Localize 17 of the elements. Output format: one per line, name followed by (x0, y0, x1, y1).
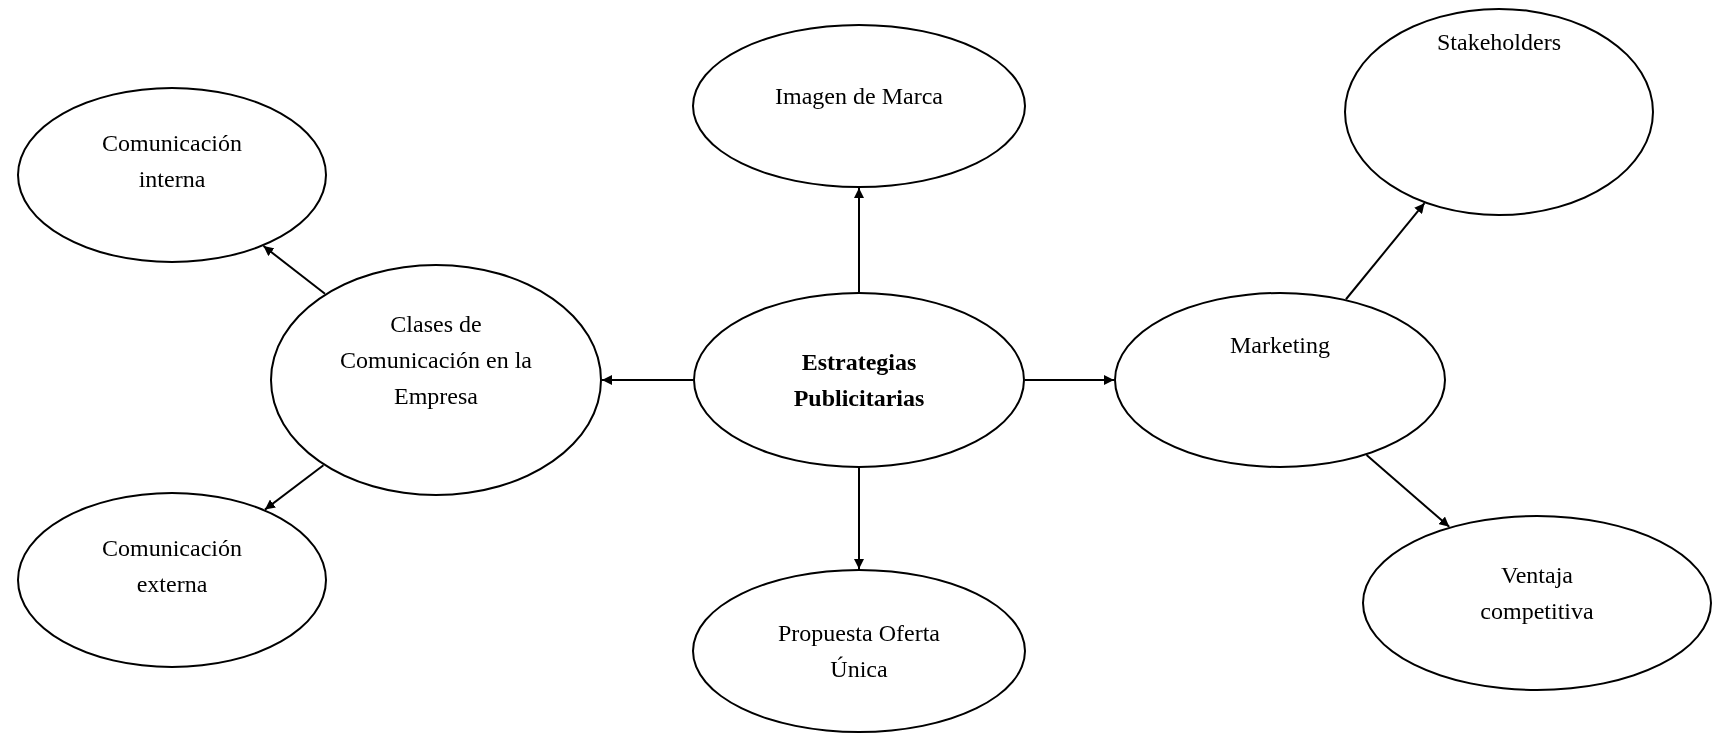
node-label: Comunicación interna (101, 129, 243, 194)
node-label: Comunicación externa (101, 534, 243, 599)
arrow (601, 375, 694, 385)
arrow (1345, 202, 1426, 301)
node-label: Marketing (1229, 331, 1331, 360)
node-label: Estrategias Publicitarias (792, 348, 926, 413)
arrow (262, 245, 326, 295)
arrow (854, 187, 864, 293)
node-label: Imagen de Marca (774, 82, 944, 111)
node-label: Clases de Comunicación en la Empresa (339, 310, 533, 411)
arrow (263, 464, 325, 511)
node-label: Stakeholders (1436, 28, 1562, 57)
arrow (1365, 454, 1451, 528)
node-label: Propuesta Oferta Única (777, 619, 941, 684)
node-label: Ventaja competitiva (1479, 561, 1595, 626)
arrow (854, 467, 864, 570)
arrow (1024, 375, 1115, 385)
